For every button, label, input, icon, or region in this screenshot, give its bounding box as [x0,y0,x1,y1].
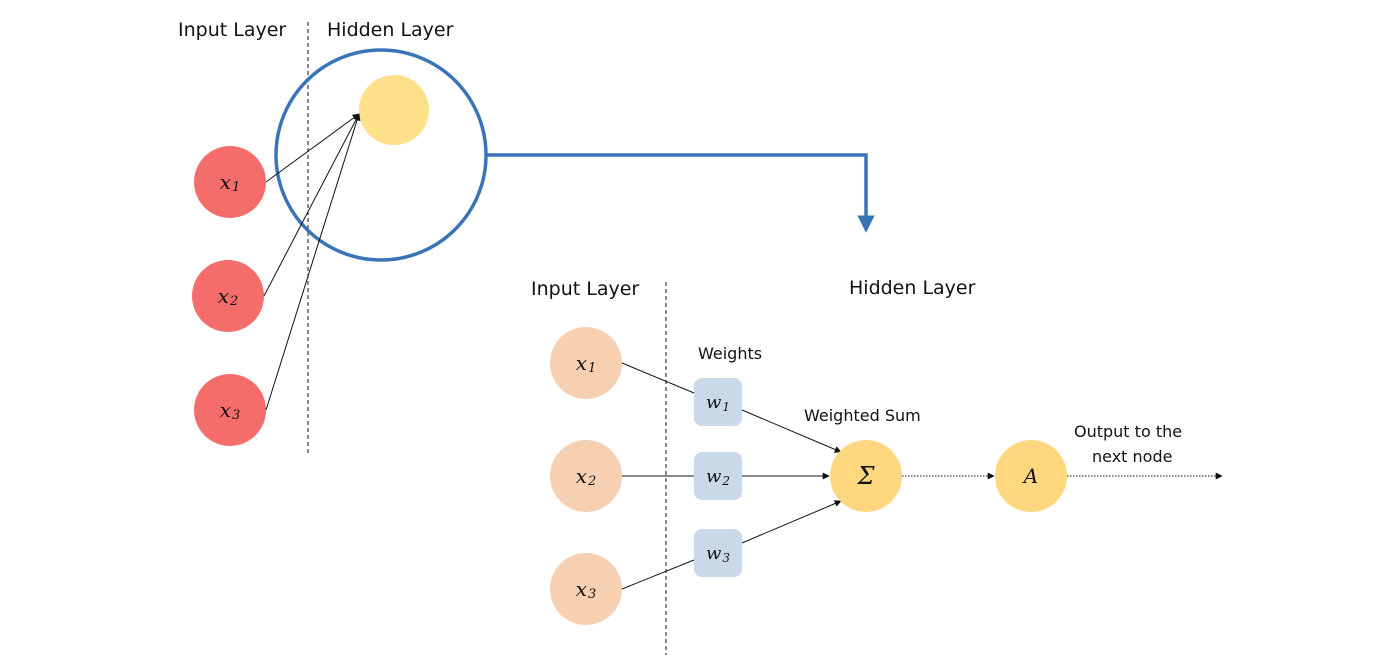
weighted-sum-label: Weighted Sum [804,406,921,425]
weighted-sum-node [830,440,902,512]
subscript: 3 [232,407,241,423]
subscript: 3 [722,551,731,565]
weights-label: Weights [698,344,763,363]
activation-node [995,440,1067,512]
top-hidden-node [359,75,429,145]
top-input-node-1 [194,146,266,218]
subscript: 1 [232,179,241,195]
subscript: 1 [722,400,731,414]
variable-w: w [705,465,722,487]
variable-w: w [705,391,722,413]
input-weight-line-1 [621,362,695,394]
variable-x: x [219,170,231,194]
subscript: 3 [588,586,597,602]
top-connection-1 [265,113,360,183]
top-input-node-2 [192,260,264,332]
top-input-node-3 [194,374,266,446]
zoom-connector [486,153,875,233]
top-connection-2 [263,113,360,297]
bottom-input-node-3 [550,553,622,625]
variable-x: x [219,398,231,422]
bottom-input-layer-label: Input Layer [531,278,640,300]
bottom-hidden-layer-label: Hidden Layer [849,277,976,299]
subscript: 2 [230,293,239,309]
sigma-symbol: Σ [857,462,875,490]
variable-x: x [575,351,587,375]
top-connection-3 [265,113,361,411]
output-label-line2: next node [1092,447,1173,466]
variable-x: x [575,577,587,601]
input-weight-line-3 [621,559,695,590]
top-input-layer-label: Input Layer [178,19,287,41]
output-label-line1: Output to the [1074,422,1183,441]
subscript: 2 [588,473,597,489]
activation-symbol: A [1023,464,1039,488]
subscript: 2 [722,474,731,488]
variable-x: x [217,284,229,308]
bottom-input-node-1 [550,327,622,399]
weight-sum-arrow-3 [741,500,842,544]
variable-w: w [705,542,722,564]
bottom-input-node-2 [550,440,622,512]
variable-x: x [575,464,587,488]
weight-sum-arrow-1 [741,409,842,453]
top-hidden-layer-label: Hidden Layer [327,19,454,41]
subscript: 1 [588,360,597,376]
